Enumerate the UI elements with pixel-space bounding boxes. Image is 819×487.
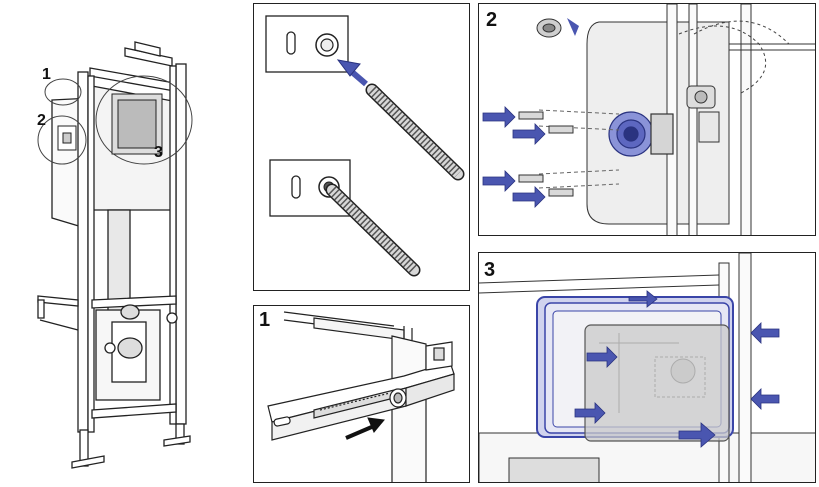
threaded-rod-panel [253,3,470,291]
step-3-label: 3 [484,259,496,281]
arrow-left-lower [574,402,606,424]
screw-4 [548,188,574,197]
screw-1 [518,111,544,120]
callout-circle-1 [44,78,82,106]
arrow-right-upper [750,322,780,344]
left-upright [77,71,89,433]
callout-label-2: 2 [37,112,46,129]
screw-2 [548,125,574,134]
valve-assembly [608,111,674,157]
step-2-drawing [536,4,815,235]
arrow-right-lower [750,388,780,410]
cap-arrow [567,18,579,36]
screw-3 [518,174,544,183]
callout-label-3: 3 [154,144,163,161]
callout-circle-3 [95,75,193,165]
step-1-label: 1 [259,309,271,331]
step-3-panel: 3 [478,252,816,483]
lower-crossbar [91,295,177,309]
step-1-panel: 1 [253,305,470,483]
step-2-panel: 2 [478,3,816,236]
insert-arrow [336,59,368,87]
threaded-rod-drawing [265,15,465,277]
callout-circle-2 [37,115,87,165]
arrow-top [628,290,658,308]
push-arrow [345,417,385,440]
step-1-drawing [267,311,455,482]
frame-drawing [37,41,193,469]
screw-arrow-1 [482,106,516,128]
right-upright [175,63,187,425]
screw-arrow-4 [512,186,546,208]
drain-connector [117,337,143,359]
cap-top [536,18,562,38]
step-3-drawing [479,253,815,482]
screw-arrows [482,106,574,208]
arrow-bottom [678,422,716,448]
callout-label-1: 1 [42,66,51,83]
step-2-label: 2 [486,9,498,31]
threaded-rod-upper [365,83,465,181]
cover-plate [584,324,730,442]
arrow-left-upper [586,346,618,368]
frame-overview: 1 2 3 [0,0,240,487]
screw-arrow-3 [482,170,516,192]
screw-arrow-2 [512,123,546,145]
threaded-rod-lower [325,183,421,277]
